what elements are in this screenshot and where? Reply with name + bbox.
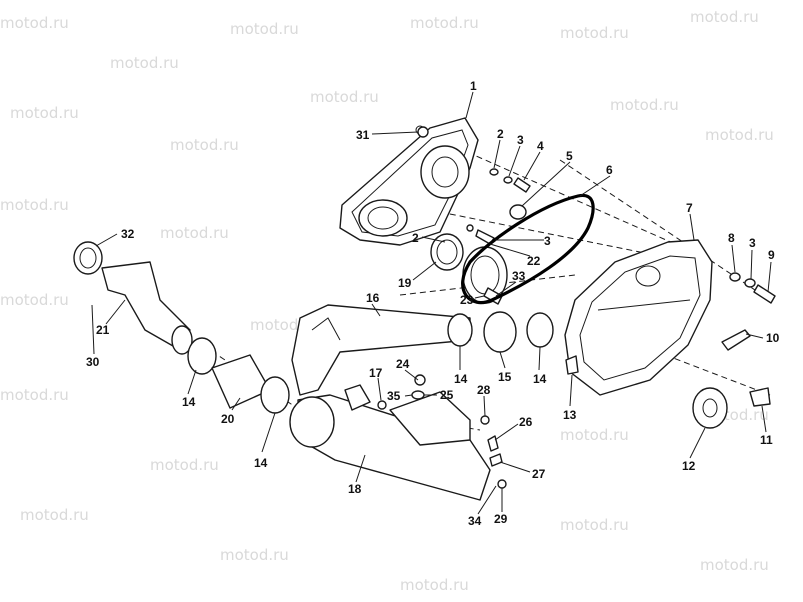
callout-9: 9	[768, 248, 775, 262]
callout-16: 16	[366, 291, 380, 305]
callout-14-c: 14	[182, 395, 196, 409]
callout-1: 1	[470, 79, 477, 93]
callout-31: 31	[356, 128, 370, 142]
callout-23: 23	[460, 293, 474, 307]
callout-26: 26	[519, 415, 533, 429]
watermark: motod.ru	[170, 136, 239, 154]
air-duct-16	[291, 304, 471, 396]
callout-4: 4	[537, 139, 544, 153]
callout-18: 18	[348, 482, 362, 496]
watermark: motod.ru	[400, 576, 469, 594]
watermark: motod.ru	[0, 196, 69, 214]
callout-5: 5	[566, 149, 573, 163]
callout-20: 20	[221, 412, 235, 426]
callout-7: 7	[686, 201, 693, 215]
center-clamps	[447, 311, 554, 353]
callout-19: 19	[398, 276, 412, 290]
leader-lines	[91, 91, 772, 515]
watermark: motod.ru	[690, 8, 759, 26]
callout-24: 24	[396, 357, 410, 371]
watermark: motod.ru	[110, 54, 179, 72]
callout-33: 33	[512, 269, 526, 283]
watermark: motod.ru	[560, 24, 629, 42]
callout-25: 25	[440, 388, 454, 402]
watermark: motod.ru	[10, 104, 79, 122]
watermark: motod.ru	[0, 386, 69, 404]
watermark: motod.ru	[150, 456, 219, 474]
callout-3: 3	[517, 133, 524, 147]
watermark-layer: motod.ru motod.ru motod.ru motod.ru moto…	[0, 8, 774, 594]
callout-11: 11	[760, 433, 773, 447]
lower-duct-18	[289, 384, 491, 501]
callout-34: 34	[468, 514, 482, 528]
watermark: motod.ru	[0, 14, 69, 32]
seal-19	[430, 233, 464, 271]
callout-14-a: 14	[454, 372, 468, 386]
callout-3-lower: 3	[544, 234, 551, 248]
callout-6: 6	[606, 163, 613, 177]
callout-3-right: 3	[749, 236, 756, 250]
callout-13: 13	[563, 408, 577, 422]
right-small-parts	[692, 272, 776, 429]
watermark: motod.ru	[610, 96, 679, 114]
watermark: motod.ru	[220, 546, 289, 564]
intake-tube-21	[73, 241, 193, 355]
drive-belt	[461, 193, 595, 305]
callout-27: 27	[532, 467, 546, 481]
watermark: motod.ru	[560, 426, 629, 444]
callout-30: 30	[86, 355, 100, 369]
watermark: motod.ru	[560, 516, 629, 534]
callout-35: 35	[387, 389, 401, 403]
callout-29: 29	[494, 512, 508, 526]
callout-17: 17	[369, 366, 383, 380]
watermark: motod.ru	[700, 556, 769, 574]
watermark: motod.ru	[20, 506, 89, 524]
watermark: motod.ru	[230, 20, 299, 38]
callout-10: 10	[766, 331, 780, 345]
watermark: motod.ru	[310, 88, 379, 106]
watermark: motod.ru	[705, 126, 774, 144]
callout-8: 8	[728, 231, 735, 245]
callout-32: 32	[121, 227, 135, 241]
callout-12: 12	[682, 459, 696, 473]
watermark: motod.ru	[0, 291, 69, 309]
callout-2-lower: 2	[412, 231, 419, 245]
outer-clutch-cover	[564, 239, 713, 396]
callout-14-d: 14	[254, 456, 268, 470]
callout-15: 15	[498, 370, 512, 384]
inner-clutch-cover	[339, 117, 479, 246]
pulley-23	[462, 246, 508, 305]
watermark: motod.ru	[160, 224, 229, 242]
left-clamps	[187, 337, 290, 414]
callout-28: 28	[477, 383, 491, 397]
callout-21: 21	[96, 323, 110, 337]
upper-fasteners	[417, 126, 531, 245]
callout-22: 22	[527, 254, 541, 268]
callout-14-b: 14	[533, 372, 547, 386]
watermark: motod.ru	[410, 14, 479, 32]
callout-2: 2	[497, 127, 504, 141]
callout-labels: 1 2 3 4 5 6 7 8 3 9 31 2 3 22 33 19 23 3…	[86, 79, 780, 528]
